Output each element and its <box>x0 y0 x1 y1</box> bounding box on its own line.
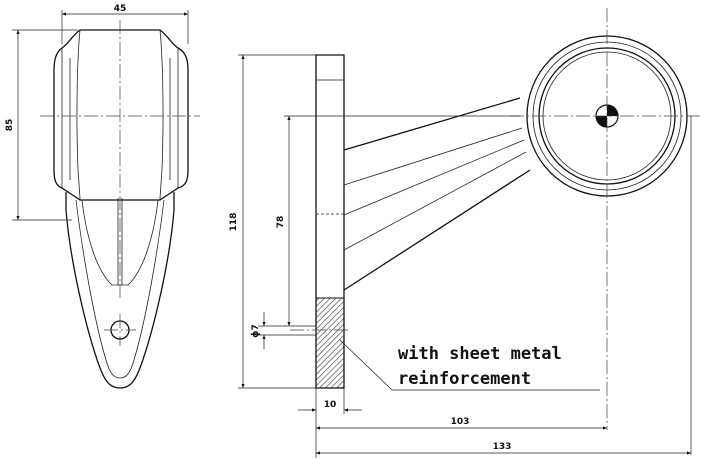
dim-diameter-7: ϕ7 <box>251 324 261 337</box>
dim-length-103: 103 <box>451 417 470 427</box>
side-arm-lower <box>343 169 531 291</box>
note-line-1: with sheet metal <box>398 344 562 364</box>
dim-width-45: 45 <box>114 4 127 14</box>
front-housing-inner <box>76 29 81 201</box>
dim-height-118: 118 <box>229 213 239 232</box>
front-housing-outline <box>53 29 189 201</box>
side-arm-upper <box>343 97 521 151</box>
note-line-2: reinforcement <box>398 369 531 389</box>
reinforcement-section <box>315 297 345 389</box>
dim-thickness-10: 10 <box>324 400 337 410</box>
front-bracket <box>65 192 175 389</box>
front-view: 45 85 <box>5 4 200 389</box>
dim-length-133: 133 <box>493 442 512 452</box>
side-view: 118 78 ϕ7 10 103 133 <box>229 8 700 458</box>
dim-height-85: 85 <box>5 119 15 132</box>
dim-height-78: 78 <box>276 216 286 229</box>
